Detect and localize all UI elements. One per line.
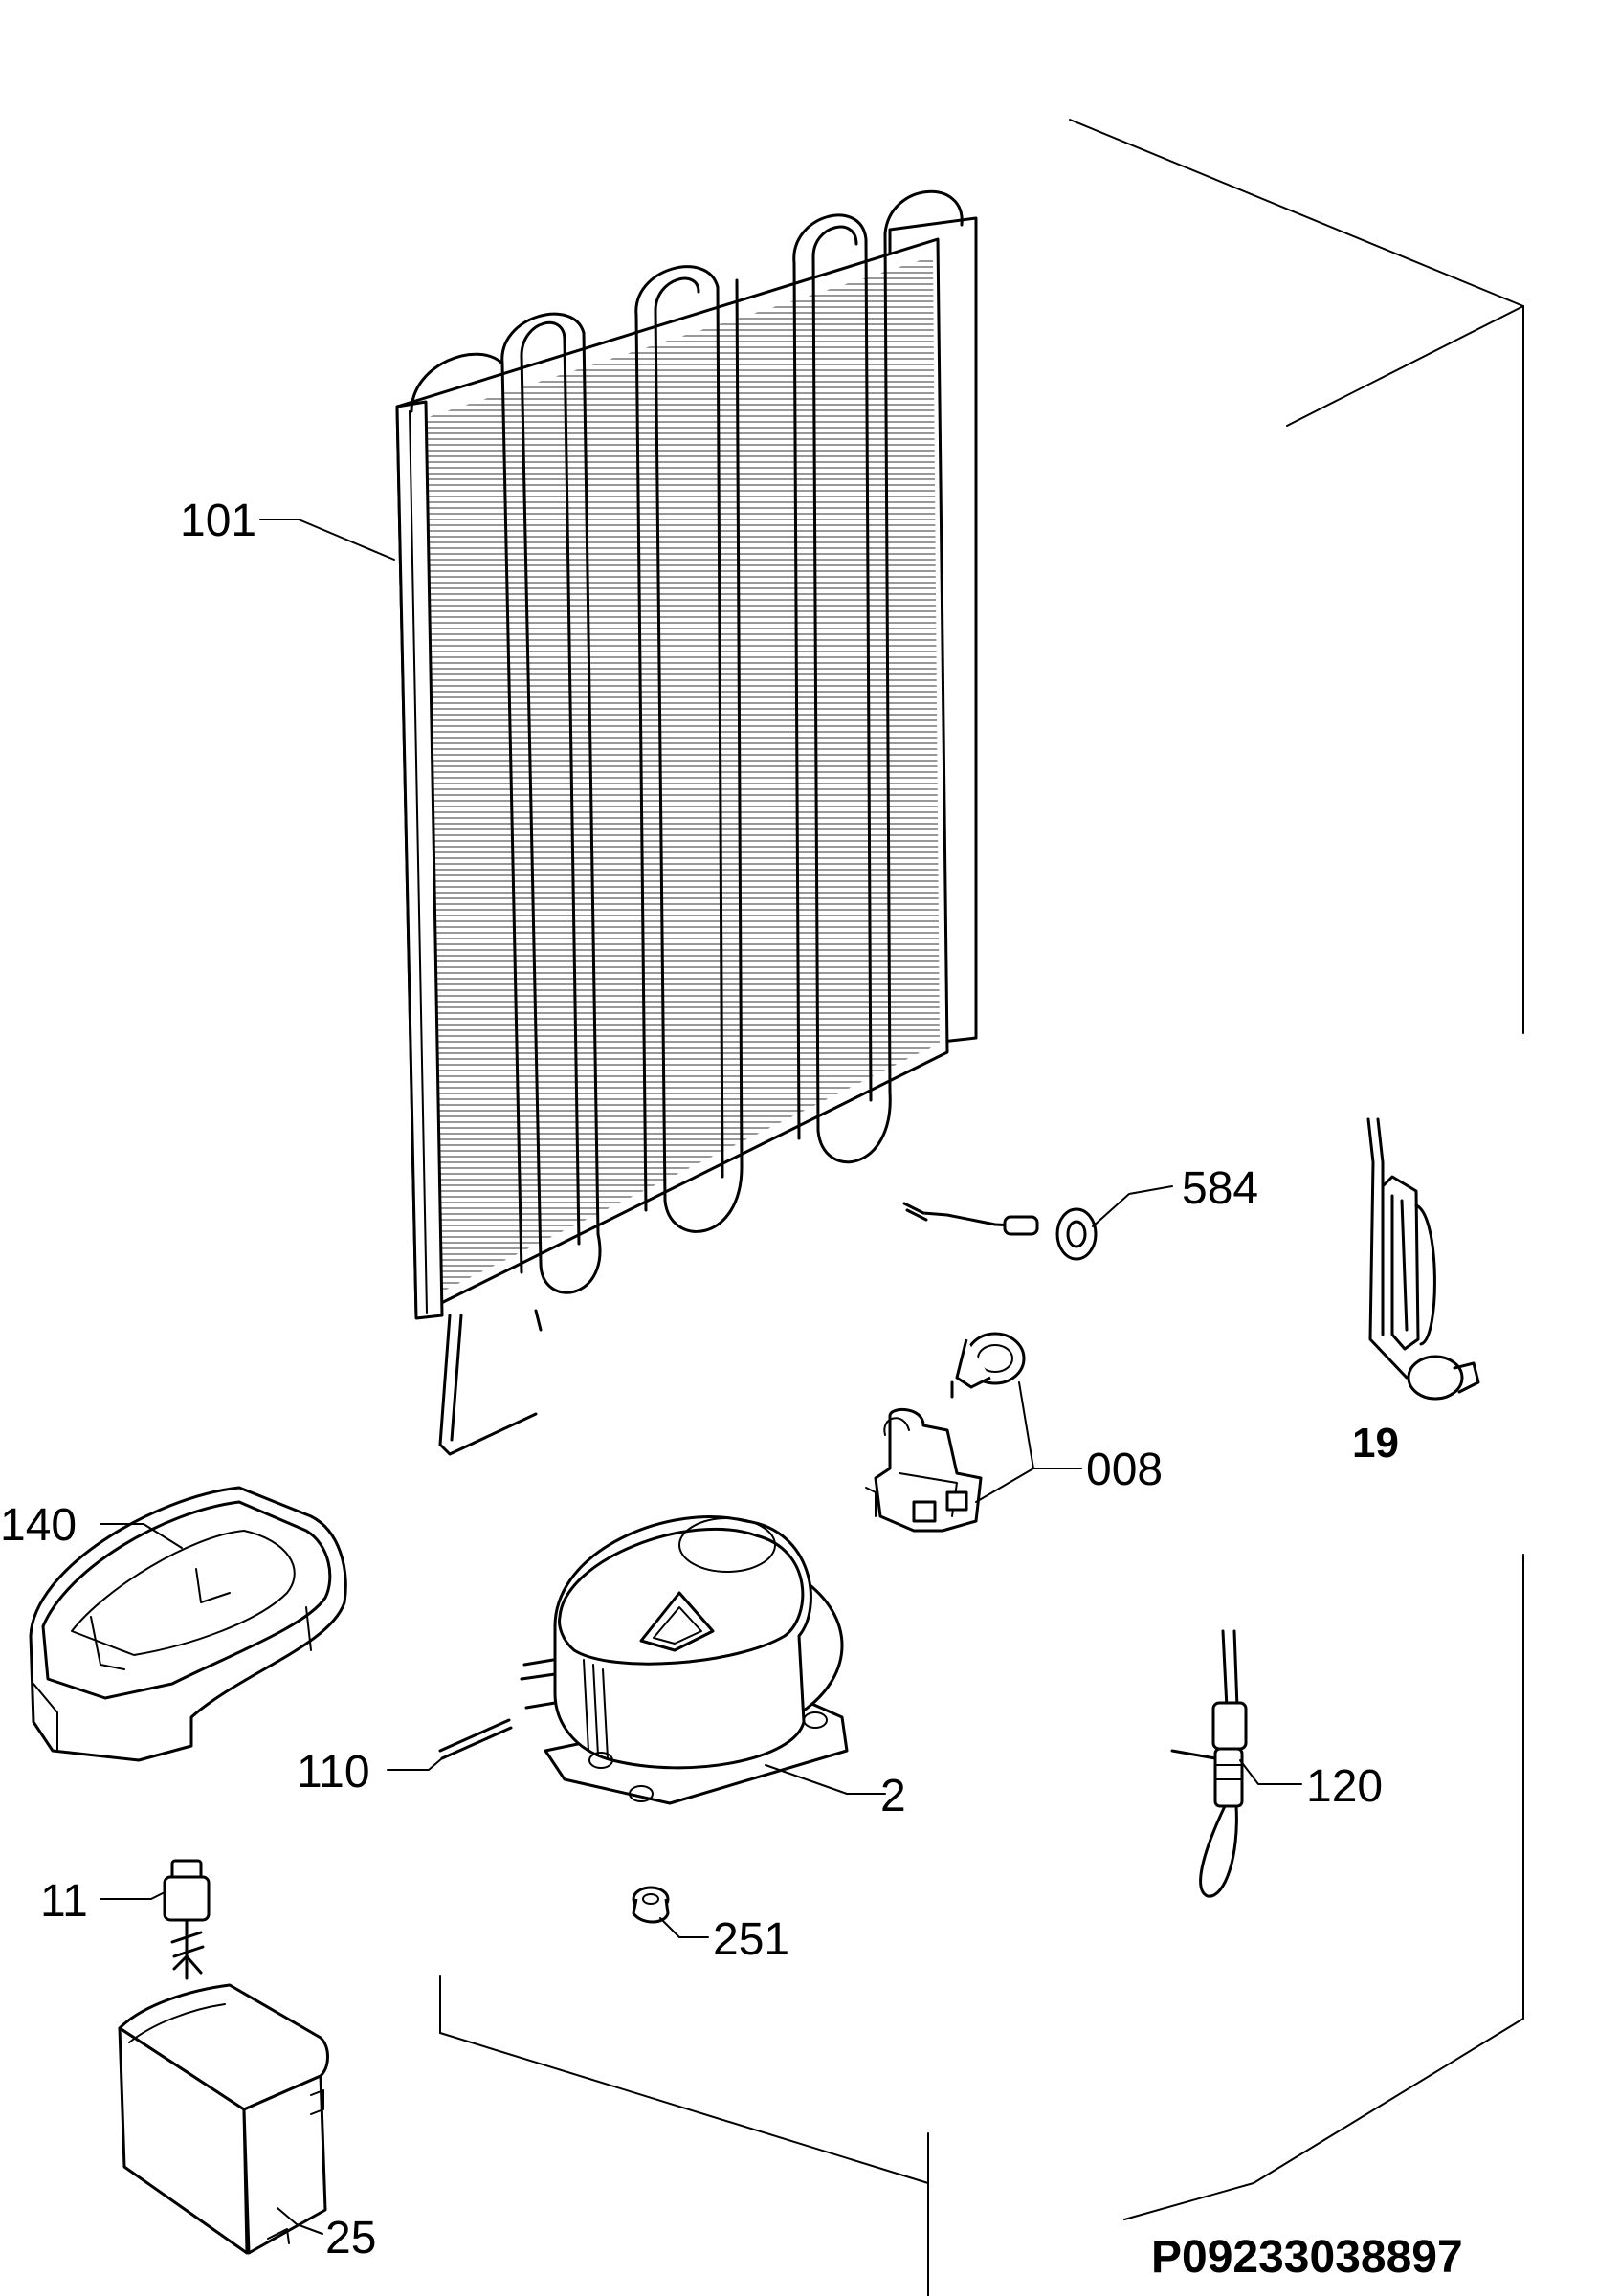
- callout-120: 120: [1306, 1761, 1383, 1812]
- tube: [438, 1718, 513, 1760]
- drip-tray: [29, 1486, 347, 1762]
- callout-101: 101: [180, 496, 256, 546]
- diagram-code: P09233038897: [1151, 2232, 1463, 2283]
- callout-2: 2: [880, 1771, 906, 1821]
- callout-labels: 101 584 19 008 140 110 2 120 11 251 25: [0, 496, 1399, 2263]
- grommet: [632, 1886, 670, 1924]
- relay-and-protector: [865, 1332, 1026, 1533]
- power-cord: [1366, 1117, 1480, 1401]
- service-valve: [163, 1859, 211, 1980]
- cabinet-outline: [439, 119, 1524, 2296]
- callout-140: 140: [0, 1500, 77, 1551]
- relay-cover: [118, 1983, 329, 2255]
- callout-110: 110: [297, 1747, 370, 1798]
- wire-grommet: [902, 1202, 1098, 1261]
- callout-19: 19: [1352, 1420, 1399, 1467]
- filter-drier: [1170, 1629, 1248, 1898]
- callout-11: 11: [40, 1876, 88, 1927]
- callout-25: 25: [325, 2213, 376, 2263]
- callout-251: 251: [713, 1914, 789, 1965]
- condenser: [395, 190, 978, 1456]
- callout-584: 584: [1182, 1163, 1258, 1214]
- compressor: [520, 1515, 849, 1805]
- leader-lines: [100, 519, 1302, 2235]
- callout-008: 008: [1086, 1445, 1163, 1495]
